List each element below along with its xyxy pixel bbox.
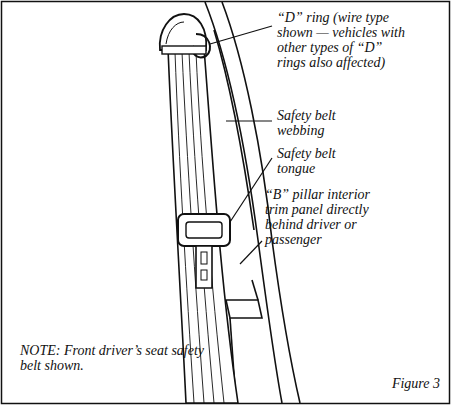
part-label: Safety belt webbing	[277, 108, 367, 138]
part-label: “D” ring (wire type shown — vehicles wit…	[277, 10, 407, 70]
note-text: NOTE: Front driver’s seat safety belt sh…	[20, 343, 205, 373]
belt-tongue	[178, 214, 230, 288]
part-label: “B” pillar interior trim panel directly …	[265, 187, 385, 247]
leader-lines	[210, 26, 272, 264]
part-label: Safety belt tongue	[277, 146, 367, 176]
figure-caption: Figure 3	[392, 376, 440, 391]
d-ring	[160, 14, 210, 57]
